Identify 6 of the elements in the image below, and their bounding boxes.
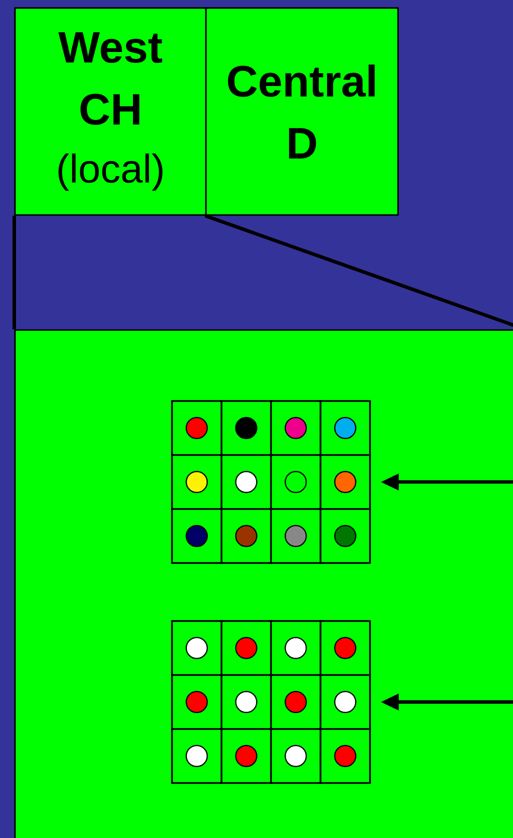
site-box: West CH (local): [14, 7, 207, 216]
dot-grid: [171, 620, 371, 784]
connector-line: [12, 216, 16, 330]
connector-line: [204, 214, 513, 327]
dot-grid: [171, 400, 371, 564]
site-box: Central D: [205, 7, 399, 216]
